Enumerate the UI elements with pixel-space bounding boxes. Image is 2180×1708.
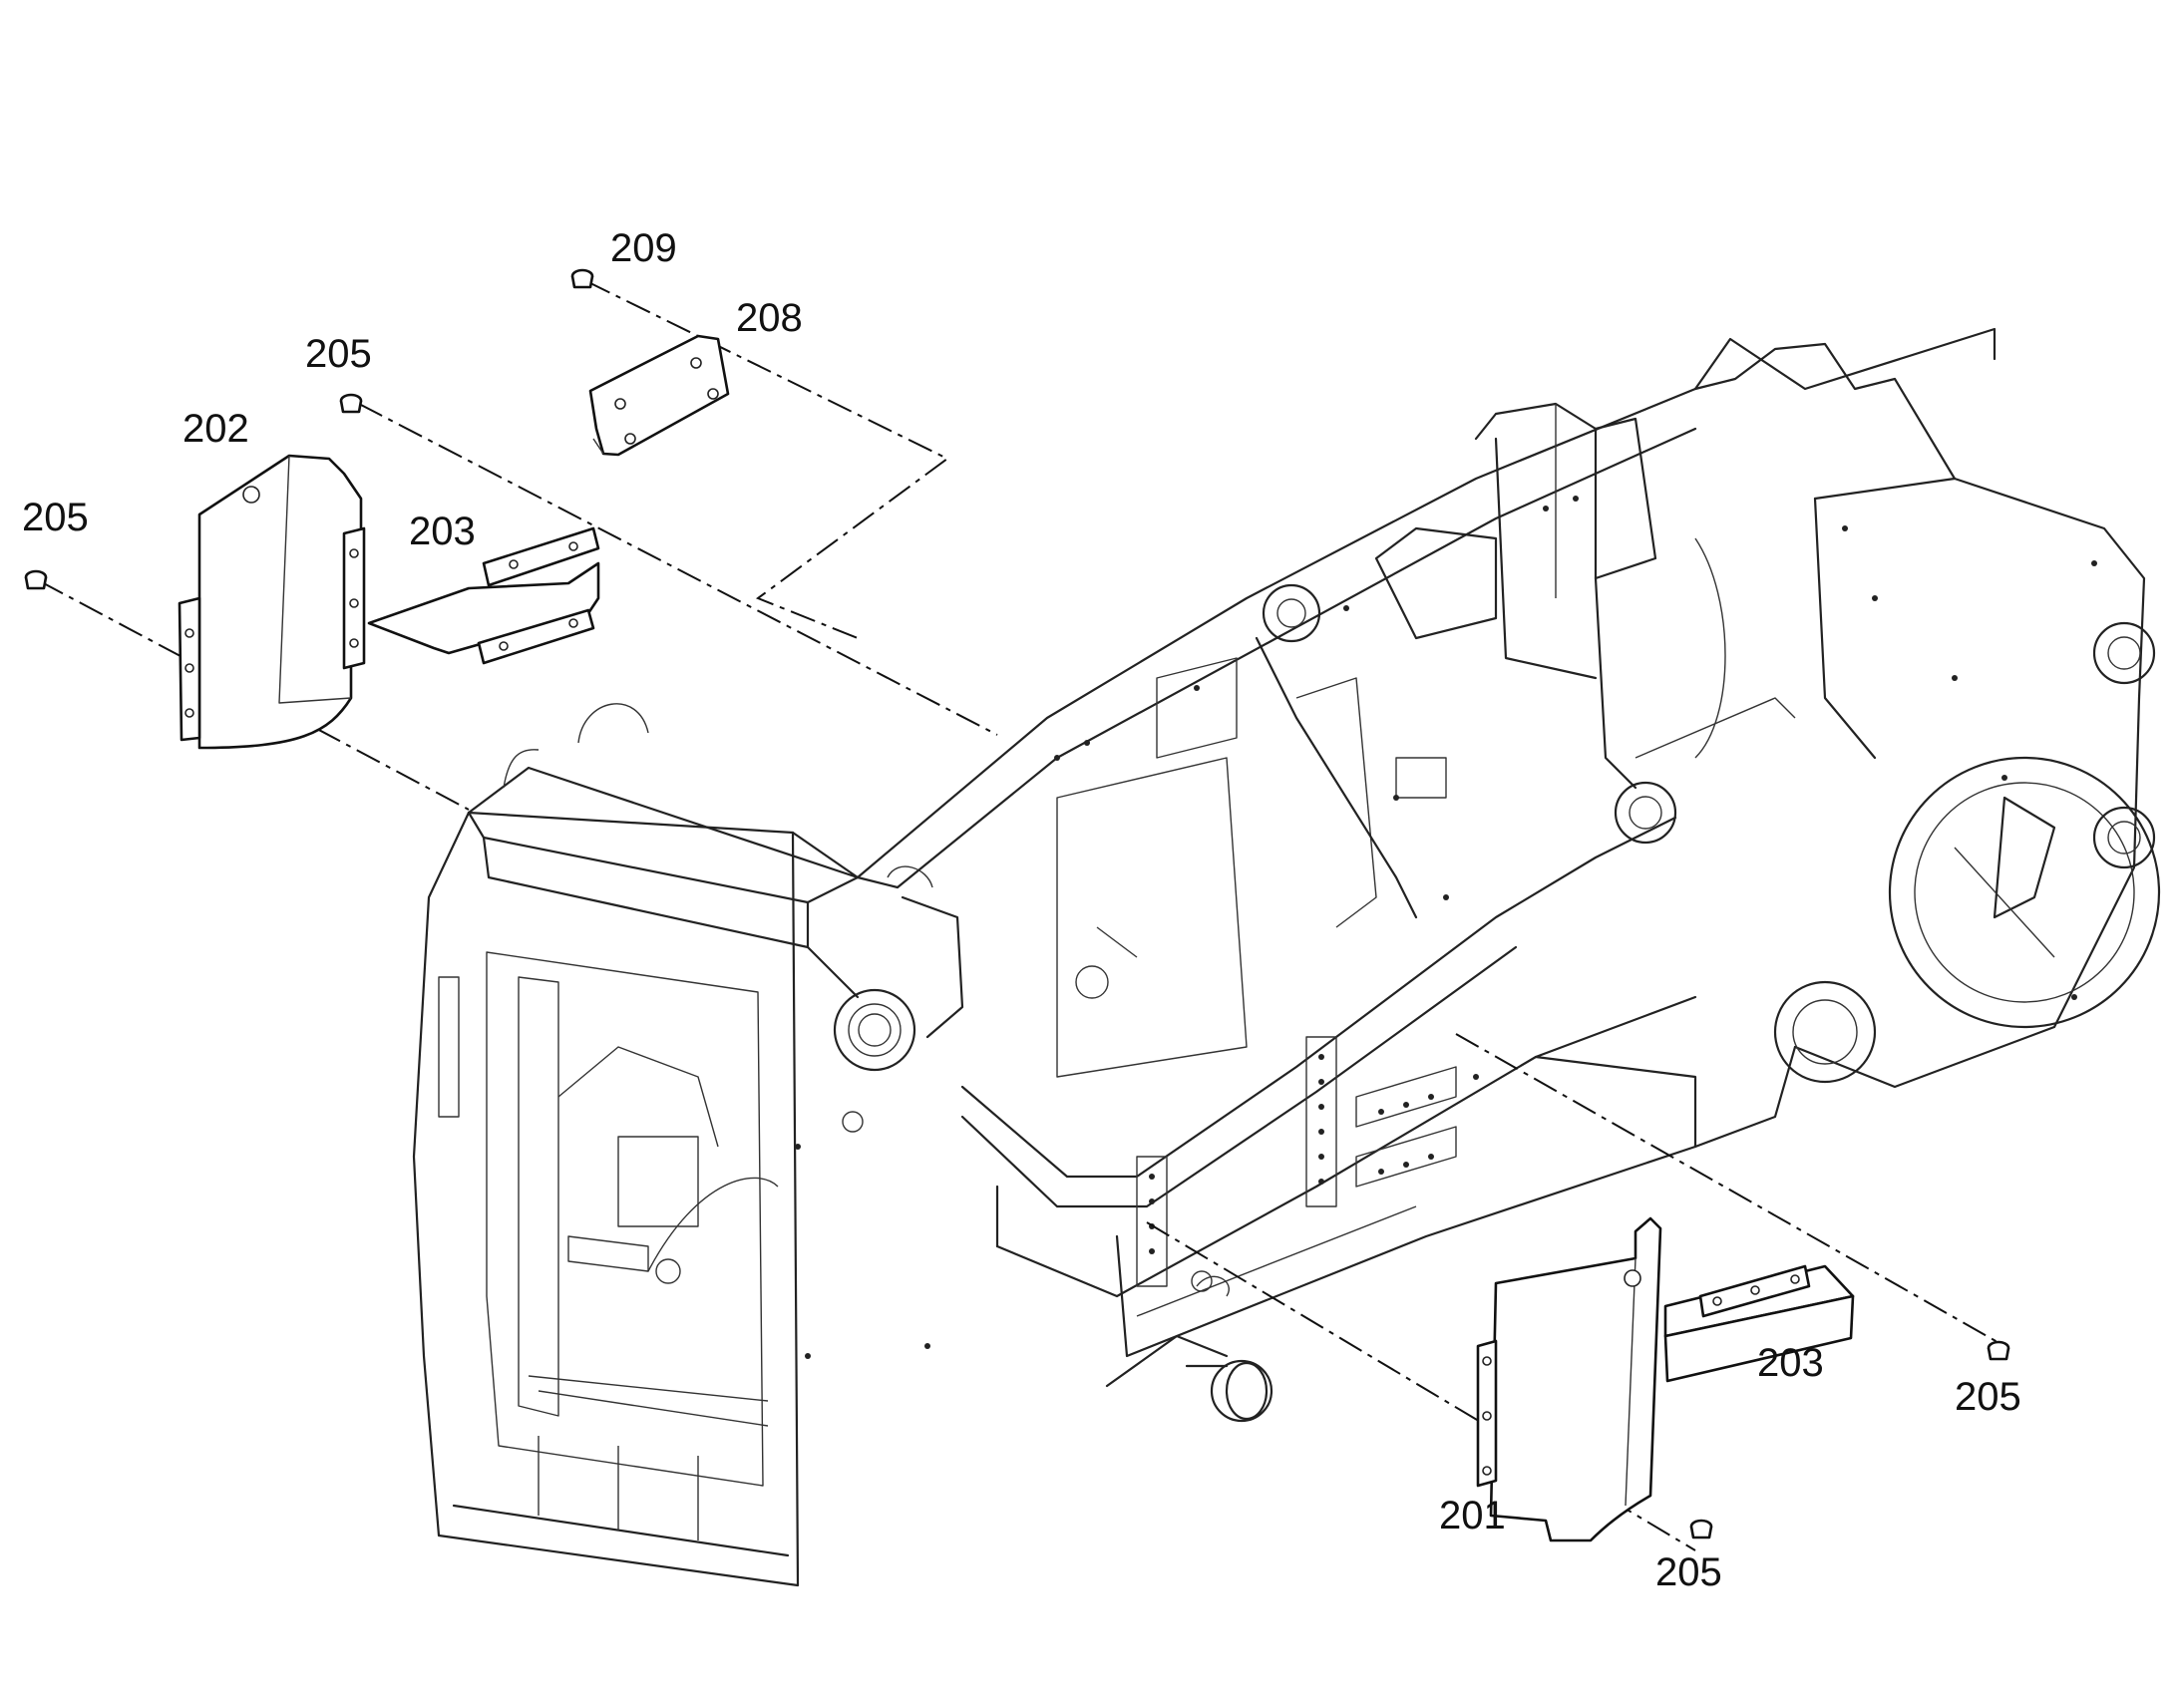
part-208-plate[interactable] bbox=[588, 334, 730, 457]
part-203-bracket-bottom[interactable] bbox=[1663, 1264, 1855, 1383]
callout-205-top: 205 bbox=[305, 332, 372, 376]
chassis-frame bbox=[412, 327, 2161, 1587]
screw-209[interactable] bbox=[570, 268, 594, 289]
callout-205-right: 205 bbox=[1955, 1375, 2021, 1419]
callout-205-left: 205 bbox=[22, 496, 89, 539]
screw-205-right[interactable] bbox=[1987, 1340, 2010, 1361]
screw-205-bottom[interactable] bbox=[1689, 1519, 1713, 1539]
callout-203-bottom: 203 bbox=[1757, 1341, 1824, 1385]
callout-203-top: 203 bbox=[409, 510, 476, 553]
part-202-panel[interactable] bbox=[178, 454, 366, 750]
part-201-panel[interactable] bbox=[1476, 1216, 1662, 1542]
screw-205-left[interactable] bbox=[24, 569, 48, 590]
callout-202: 202 bbox=[182, 407, 249, 451]
frame-hole-dots bbox=[795, 496, 2097, 1359]
screw-205-top[interactable] bbox=[339, 393, 363, 414]
callout-209: 209 bbox=[610, 226, 677, 270]
callout-201: 201 bbox=[1439, 1494, 1506, 1537]
callout-205-bottom: 205 bbox=[1655, 1550, 1722, 1594]
part-203-bracket-top[interactable] bbox=[367, 526, 600, 665]
callout-208: 208 bbox=[736, 296, 803, 340]
